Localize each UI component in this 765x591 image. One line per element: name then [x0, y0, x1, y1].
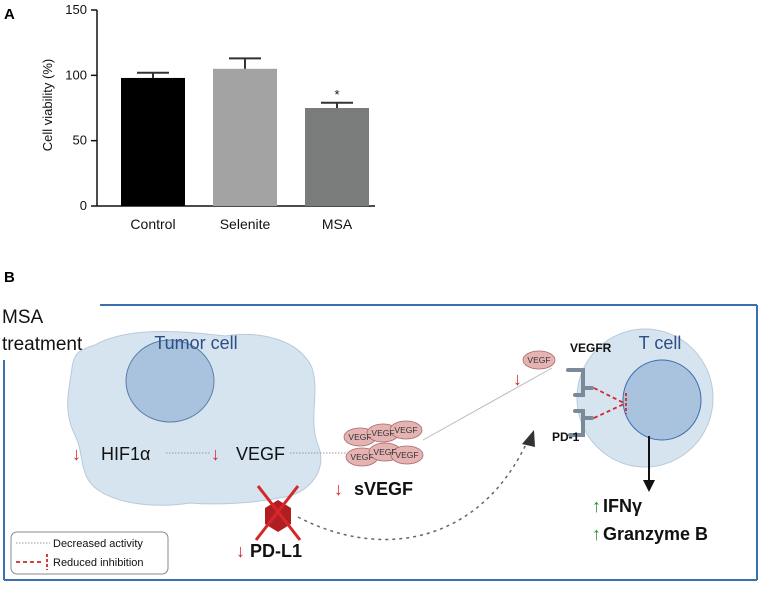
y-tick-label: 50 — [73, 133, 87, 148]
x-tick-label: MSA — [322, 216, 353, 232]
pdl1-cross-line — [254, 485, 300, 541]
x-tick-label: Selenite — [220, 216, 271, 232]
bound-vegf-label: VEGF — [527, 355, 550, 365]
t-cell-title: T cell — [639, 333, 682, 353]
panel-b-letter: B — [4, 269, 15, 286]
y-tick-label: 150 — [65, 2, 87, 17]
vegfr-down-arrow: ↓ — [513, 369, 522, 389]
svegf-molecule — [389, 420, 423, 440]
svegf-molecule-label: VEGF — [373, 447, 396, 457]
legend-box — [10, 531, 169, 575]
bar-selenite — [213, 68, 277, 206]
ifng-up-arrow: ↑ — [592, 496, 601, 516]
granzyme-label: Granzyme B — [603, 524, 708, 544]
tumor-cell-title: Tumor cell — [154, 333, 237, 353]
svegf-molecule-label: VEGF — [394, 425, 417, 435]
svegf-molecule-label: VEGF — [395, 450, 418, 460]
svegf-molecule-label: VEGF — [350, 452, 373, 462]
vegfr-receptor — [566, 368, 594, 390]
pdl1-molecule — [265, 500, 291, 532]
svegf-cluster: VEGF VEGF VEGF VEGF VEGF VEGF — [343, 420, 424, 467]
x-tick-label: Control — [130, 216, 175, 232]
vegfr-receptor-arm — [573, 386, 585, 397]
panel-a-letter: A — [4, 6, 15, 23]
treatment-label-line1: MSA — [2, 307, 44, 328]
t-cell-output-arrow-head — [643, 480, 655, 492]
reduced-inhibition-line — [593, 387, 625, 404]
svegf-molecule-label: VEGF — [371, 428, 394, 438]
treatment-label-line2: treatment — [2, 334, 83, 355]
svegf-molecule-label: VEGF — [348, 432, 371, 442]
pdl1-cross-line — [256, 485, 302, 541]
bound-vegf-molecule — [522, 350, 556, 370]
y-axis-label: Cell viability (%) — [40, 59, 55, 151]
granzyme-up-arrow: ↑ — [592, 524, 601, 544]
hif1a-label: HIF1α — [101, 444, 150, 464]
svegf-vegfr-line — [422, 367, 553, 441]
svegf-molecule — [390, 445, 424, 465]
vegf-label: VEGF — [236, 444, 285, 464]
legend-reduced-label: Reduced inhibition — [53, 557, 144, 569]
pd1-receptor — [568, 416, 594, 437]
bar-msa — [305, 108, 369, 206]
bar-control — [121, 77, 185, 207]
legend-decreased-label: Decreased activity — [53, 538, 143, 550]
tumor-nucleus — [125, 339, 215, 423]
hif1a-down-arrow: ↓ — [72, 444, 81, 464]
pdl1-pd1-dashed-arrow — [297, 439, 529, 541]
ifng-label: IFNγ — [603, 496, 642, 516]
significance-marker: * — [334, 87, 339, 102]
y-tick-label: 0 — [80, 198, 87, 213]
dashed-arrow-head — [522, 430, 535, 447]
pdl1-down-arrow: ↓ — [236, 541, 245, 561]
t-cell-nucleus — [622, 359, 702, 441]
pd1-label: PD-1 — [552, 430, 580, 444]
reduced-inhibition-line — [593, 403, 625, 419]
vegf-down-arrow: ↓ — [211, 444, 220, 464]
svegf-down-arrow: ↓ — [334, 479, 343, 499]
vegfr-label: VEGFR — [570, 341, 612, 355]
svegf-label: sVEGF — [354, 479, 413, 499]
pdl1-label: PD-L1 — [250, 541, 302, 561]
pd1-receptor-arm — [573, 409, 585, 420]
y-tick-label: 100 — [65, 67, 87, 82]
